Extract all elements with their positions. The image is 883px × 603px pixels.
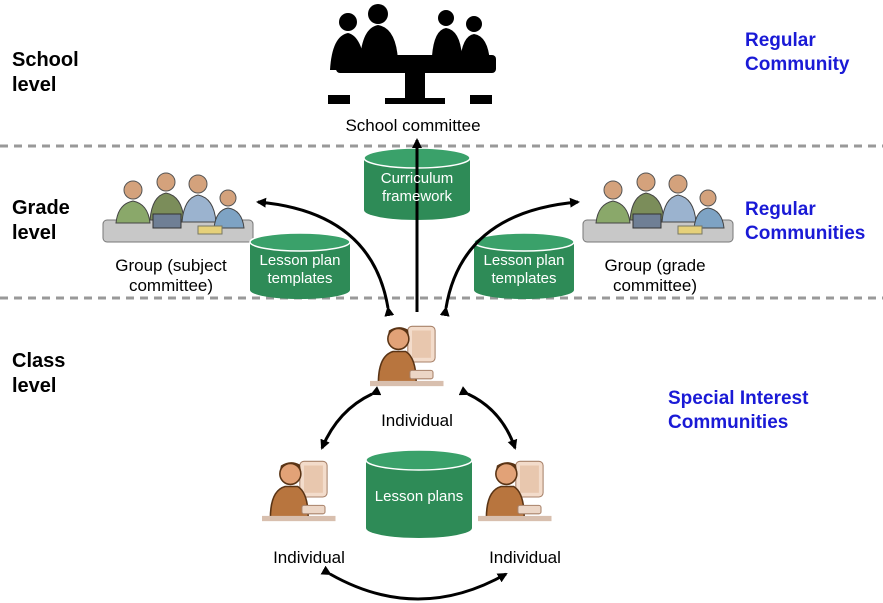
arrow-top-right-individual	[458, 386, 518, 450]
subject-group-icon	[102, 172, 254, 243]
subject-group-label: Group (subject committee)	[115, 256, 227, 295]
individual-right-icon	[477, 460, 553, 522]
class-community-label: Special Interest Communities	[668, 388, 809, 433]
school-committee-icon	[328, 4, 496, 104]
grade-group-icon	[582, 172, 734, 243]
school-community-label: Regular Community	[745, 30, 850, 75]
arrow-left-group-individual	[256, 197, 395, 317]
individual-left-label: Individual	[273, 548, 345, 567]
individual-right-label: Individual	[489, 548, 561, 567]
individual-left-icon	[261, 460, 337, 522]
school-committee-label: School committee	[345, 116, 481, 135]
school-level-label: School level	[12, 49, 79, 96]
individual-top-label: Individual	[381, 411, 453, 430]
arrow-right-group-individual	[439, 197, 580, 317]
grade-group-label: Group (grade committee)	[604, 256, 706, 295]
templates-left-db-label: Lesson plan templates	[259, 252, 341, 287]
lesson-plans-db-shape	[365, 449, 473, 538]
arrow-top-left-individual	[320, 386, 382, 450]
curriculum-db-label: Curriculum framework	[380, 170, 454, 205]
individual-top-icon	[369, 325, 445, 387]
arrow-bottom-individuals	[320, 565, 508, 601]
templates-right-db-label: Lesson plan templates	[483, 252, 565, 287]
grade-community-label: Regular Communities	[745, 199, 866, 244]
class-level-label: Class level	[12, 350, 66, 397]
lesson-plans-db-label: Lesson plans	[374, 488, 464, 505]
grade-level-label: Grade level	[12, 197, 70, 244]
